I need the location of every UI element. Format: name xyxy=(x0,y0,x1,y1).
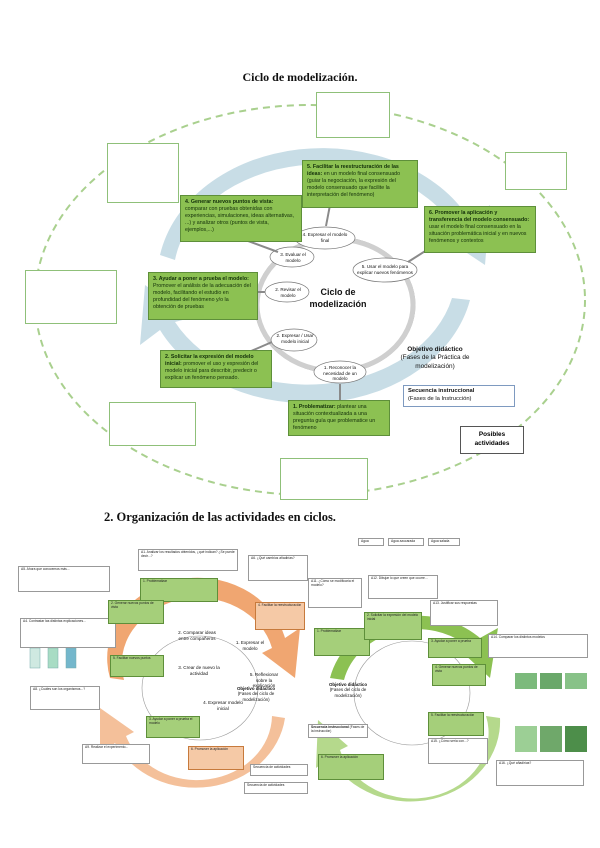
left-inner-cycle xyxy=(141,635,259,741)
cycle-step: 4. Expresar el modelo final xyxy=(302,232,348,243)
cycle-box-2: 2. Solicitar la expresión del modelo ini… xyxy=(160,350,272,388)
cycle-box-5: 5. Facilitar la reestructuración de las … xyxy=(302,160,418,208)
legend-agua-azucarada: Agua azucarada xyxy=(388,538,424,546)
step-oval xyxy=(352,257,418,283)
activity-box: A1. Analizar los resultados obtenidos, ¿… xyxy=(138,549,238,571)
left-step: 1. Expresar el modelo xyxy=(235,640,265,651)
section1-title: Ciclo de modelización. xyxy=(242,70,358,84)
cycle-step: 2. Revisar el modelo xyxy=(275,287,301,298)
right-phase-box: 1. Problematizar xyxy=(314,628,370,656)
cycle-step: 3. Evaluar el modelo xyxy=(280,252,306,263)
activity-box: A5. Ahora que conocemos más... xyxy=(18,566,110,592)
right-phase-box: 2. Solicitar la expresión del modelo ini… xyxy=(364,612,422,640)
cycle-center-label: Ciclo de modelización xyxy=(309,287,367,310)
left-objective: Objetivo didáctico(Fases del ciclo de mo… xyxy=(236,686,276,702)
step-oval xyxy=(270,328,318,352)
activity-box: A4. Contrastar las distintas explicacion… xyxy=(20,618,116,648)
activity-box: A6. ¿Qué cambios añadirías? xyxy=(248,555,308,581)
right-sequence-box: Secuencia instruccional (Fases de la ins… xyxy=(308,724,368,738)
activity-box: A9. Realizar el experimento... xyxy=(82,744,150,764)
placeholder-box xyxy=(505,152,567,190)
objective-label: Objetivo didáctico(Fases de la Práctica … xyxy=(400,346,470,370)
left-sequence-box: Secuencia de actividades xyxy=(250,764,308,776)
left-phase-box: 5. Facilitar nuevos puntos xyxy=(110,655,164,677)
cycle-step: 1. Reconocer la necesidad de un modelo xyxy=(323,365,357,381)
cycle-box-1: 1. Problematizar: plantear una situación… xyxy=(288,400,390,436)
right-objective: Objetivo didáctico(Fases del ciclo de mo… xyxy=(328,682,368,698)
outer-dashed-ellipse xyxy=(34,104,586,496)
activity-box: A16. ¿Qué añadirías? xyxy=(496,760,584,786)
sample-images xyxy=(515,673,587,752)
activity-box: A15. ¿Cómo sería con...? xyxy=(428,738,488,764)
placeholder-box xyxy=(109,402,196,446)
step-oval xyxy=(269,246,315,268)
cycle-step: 5. Usar el modelo para explicar nuevos f… xyxy=(357,264,413,275)
orange-cycle-arrow-lower xyxy=(100,708,285,788)
activity-box: A12. Dibujar lo que creen que ocurre... xyxy=(368,575,438,599)
left-phase-box: 1. Problematizar xyxy=(140,578,218,602)
left-phase-box-orange: 6. Promover la aplicación xyxy=(188,746,244,770)
placeholder-box xyxy=(316,92,390,138)
activity-box: A13. Justificar sus respuestas xyxy=(430,600,498,626)
right-phase-box: 4. Generar nuevos puntos de vista xyxy=(432,664,486,686)
activity-box: A14. Comparar los distintos modelos xyxy=(488,634,588,658)
right-phase-box: 6. Promover la aplicación xyxy=(318,754,384,780)
step-oval xyxy=(313,360,367,384)
left-step: 5. Reflexionar sobre la explicación xyxy=(249,672,279,688)
cycle-box-3: 3. Ayudar a poner a prueba el modelo: Pr… xyxy=(148,272,258,320)
placeholder-box xyxy=(107,143,179,203)
cycle-box-6: 6. Promover la aplicación y transferenci… xyxy=(424,206,536,253)
legend-agua: Agua xyxy=(358,538,384,546)
placeholder-box xyxy=(25,270,117,324)
activity-box: A11. ¿Cómo se modificaría el modelo? xyxy=(308,578,362,608)
left-phase-box: 3. Ayudar a poner a prueba el modelo xyxy=(146,716,200,738)
left-step: 4. Expresar modelo inicial xyxy=(203,700,243,711)
left-phase-box: 2. Generar nuevos puntos de vista xyxy=(108,600,164,624)
beaker-images xyxy=(29,647,77,669)
sequence-label: Secuencia instruccional(Fases de la Inst… xyxy=(403,385,515,407)
legend-agua-salada: Agua salada xyxy=(428,538,460,546)
left-phase-box-orange: 4. Facilitar la reestructuración xyxy=(255,602,305,630)
section2-title: 2. Organización de las actividades en ci… xyxy=(104,510,336,524)
cycle-box-4: 4. Generar nuevos puntos de vista: compa… xyxy=(180,195,302,242)
right-phase-box: 5. Facilitar la reestructuración xyxy=(428,712,484,736)
placeholder-box xyxy=(280,458,368,500)
right-phase-box: 3. Ayudar a poner a prueba xyxy=(428,638,482,658)
cycle-step: 2. Expresar / Usar modelo inicial xyxy=(276,333,314,344)
activity-box: A8. ¿Cuáles son los organismos...? xyxy=(30,686,100,710)
left-step: 2. Comparar ideas entre compañeros xyxy=(178,630,216,641)
left-sequence-box-2: Secuencia de actividades xyxy=(244,782,308,794)
possible-activities-box: Posibles actividades xyxy=(460,426,524,454)
left-step: 3. Crear de nuevo la actividad xyxy=(178,665,220,676)
